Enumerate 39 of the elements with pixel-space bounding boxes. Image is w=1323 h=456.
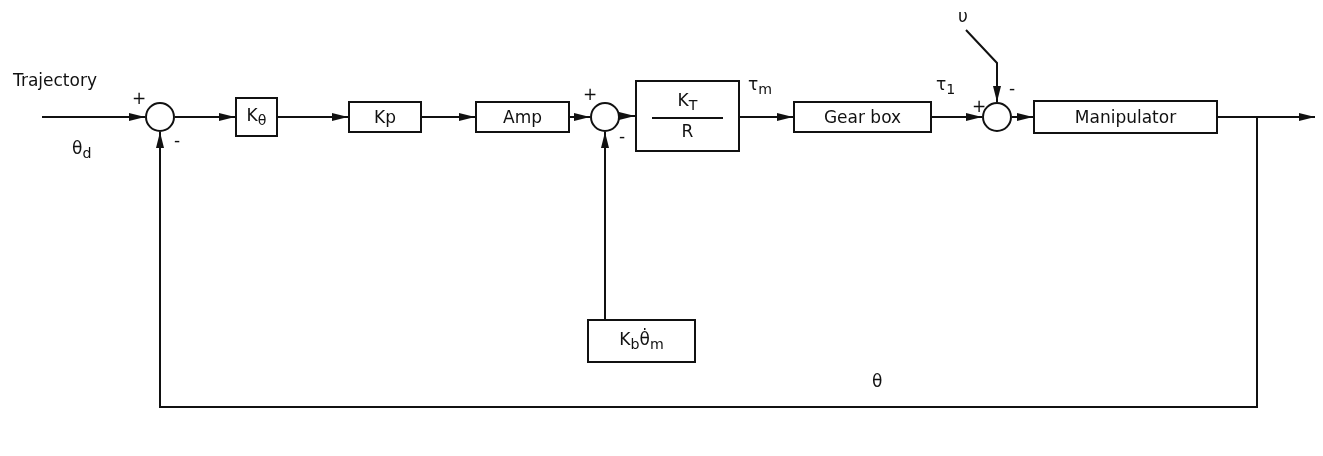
fraction-denominator: R bbox=[681, 122, 694, 141]
block-label: Amp bbox=[503, 107, 542, 127]
fraction-numerator: K$_{T}$ bbox=[677, 91, 698, 115]
arrow bbox=[739, 113, 794, 121]
block-box bbox=[635, 80, 740, 152]
summing-junction bbox=[145, 102, 175, 132]
text-label: + bbox=[132, 90, 147, 107]
arrow bbox=[569, 113, 591, 121]
arrow bbox=[156, 116, 1258, 408]
summing-junction bbox=[590, 102, 620, 132]
arrow bbox=[1011, 113, 1034, 121]
arrow bbox=[965, 29, 1001, 103]
text-label: - bbox=[174, 132, 181, 149]
block-box bbox=[475, 101, 570, 133]
text-label: - bbox=[1009, 80, 1016, 97]
text-label: θ$_{d}$ bbox=[72, 140, 92, 161]
text-label: + bbox=[583, 86, 598, 103]
block-box bbox=[348, 101, 422, 133]
block-label: Kp bbox=[374, 107, 396, 127]
block-box bbox=[793, 101, 932, 133]
block-box bbox=[587, 319, 696, 363]
arrow bbox=[601, 131, 609, 320]
signal-label: θ bbox=[872, 373, 883, 390]
input-label: Trajectory bbox=[13, 72, 97, 89]
block-label: Manipulator bbox=[1074, 107, 1177, 127]
arrow bbox=[41, 113, 146, 121]
text-label: + bbox=[972, 98, 987, 115]
arrow bbox=[619, 112, 636, 120]
arrow bbox=[421, 113, 476, 121]
text-label: - bbox=[619, 128, 626, 145]
disturbance-symbol: υ bbox=[958, 6, 968, 26]
block-box bbox=[1033, 100, 1218, 134]
block-label: K$_{b}$θ̇$_{m}$ bbox=[619, 329, 664, 353]
block-label: Gear box bbox=[823, 107, 902, 127]
arrow bbox=[277, 113, 349, 121]
block-label: K$_{θ}$ bbox=[246, 105, 267, 129]
block-box bbox=[235, 97, 278, 137]
arrow bbox=[174, 113, 236, 121]
arrow bbox=[931, 113, 983, 121]
